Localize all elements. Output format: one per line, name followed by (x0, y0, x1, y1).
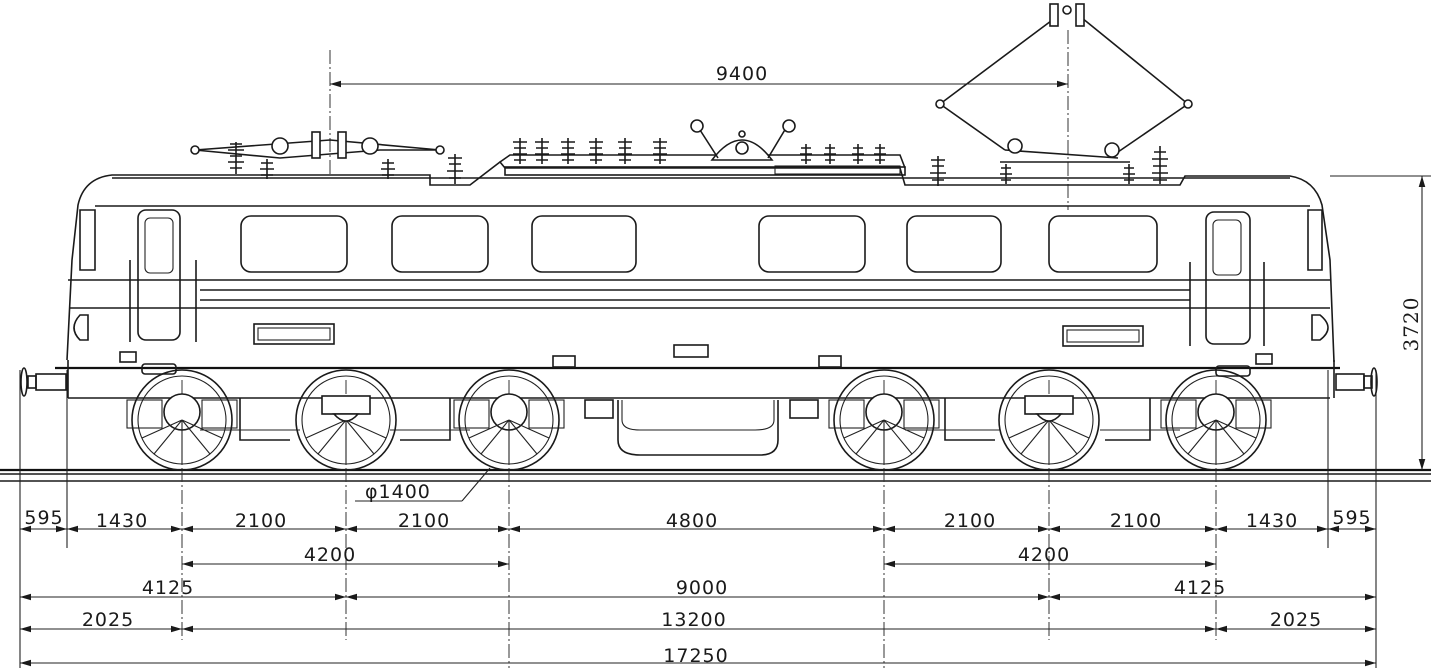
dimension-row-2: 4200 4200 (182, 544, 1216, 568)
buffer-right (1335, 367, 1378, 397)
dimension-wheel-diameter: φ1400 (355, 467, 491, 503)
cab-door-left (129, 209, 197, 342)
dim-9400: 9400 (716, 63, 768, 85)
dim-2100: 2100 (944, 510, 996, 532)
dimension-row-4: 2025 13200 2025 (20, 609, 1376, 633)
wheel (453, 369, 565, 471)
dim-4200-left: 4200 (304, 544, 356, 566)
pantograph-raised (935, 3, 1193, 163)
side-louvers (240, 215, 1158, 273)
wheel (828, 369, 940, 471)
body-panels (119, 323, 1273, 377)
wheel (295, 369, 397, 471)
dim-4125-left: 4125 (142, 577, 194, 599)
dimension-row-1: 595 1430 2100 2100 4800 2100 2100 1430 5… (20, 507, 1376, 533)
dim-2025-left: 2025 (82, 609, 134, 631)
dimension-row-3: 4125 9000 4125 (20, 577, 1376, 601)
wheelsets (126, 369, 1272, 471)
roof-equipment (190, 3, 1193, 186)
dim-17250: 17250 (663, 645, 728, 667)
dim-2100: 2100 (1110, 510, 1162, 532)
dim-2025-right: 2025 (1270, 609, 1322, 631)
dim-4125-right: 4125 (1174, 577, 1226, 599)
dim-13200: 13200 (661, 609, 726, 631)
dim-595-right: 595 (1332, 507, 1371, 529)
main-circuit-breaker (504, 119, 906, 176)
dim-phi-1400: φ1400 (365, 481, 431, 503)
cab-door-right (1189, 211, 1265, 346)
wheel (1160, 369, 1272, 471)
dimension-row-5: 17250 (20, 645, 1376, 667)
dim-4800: 4800 (666, 510, 718, 532)
wheel (998, 369, 1100, 471)
rail (0, 468, 1431, 482)
dim-2100: 2100 (235, 510, 287, 532)
dim-2100: 2100 (398, 510, 450, 532)
buffer-left (20, 367, 67, 397)
dim-4200-right: 4200 (1018, 544, 1070, 566)
wheel (126, 369, 238, 471)
dim-1430-right: 1430 (1246, 510, 1298, 532)
locomotive-body (20, 154, 1378, 456)
insulators (228, 138, 1168, 186)
pantograph-lowered (190, 131, 445, 159)
dimension-pantograph-spacing: 9400 (330, 63, 1068, 88)
dimension-height: 3720 (1330, 175, 1431, 470)
dim-3720: 3720 (1399, 297, 1423, 352)
dim-1430-left: 1430 (96, 510, 148, 532)
dim-595-left: 595 (24, 507, 63, 529)
dim-9000: 9000 (676, 577, 728, 599)
